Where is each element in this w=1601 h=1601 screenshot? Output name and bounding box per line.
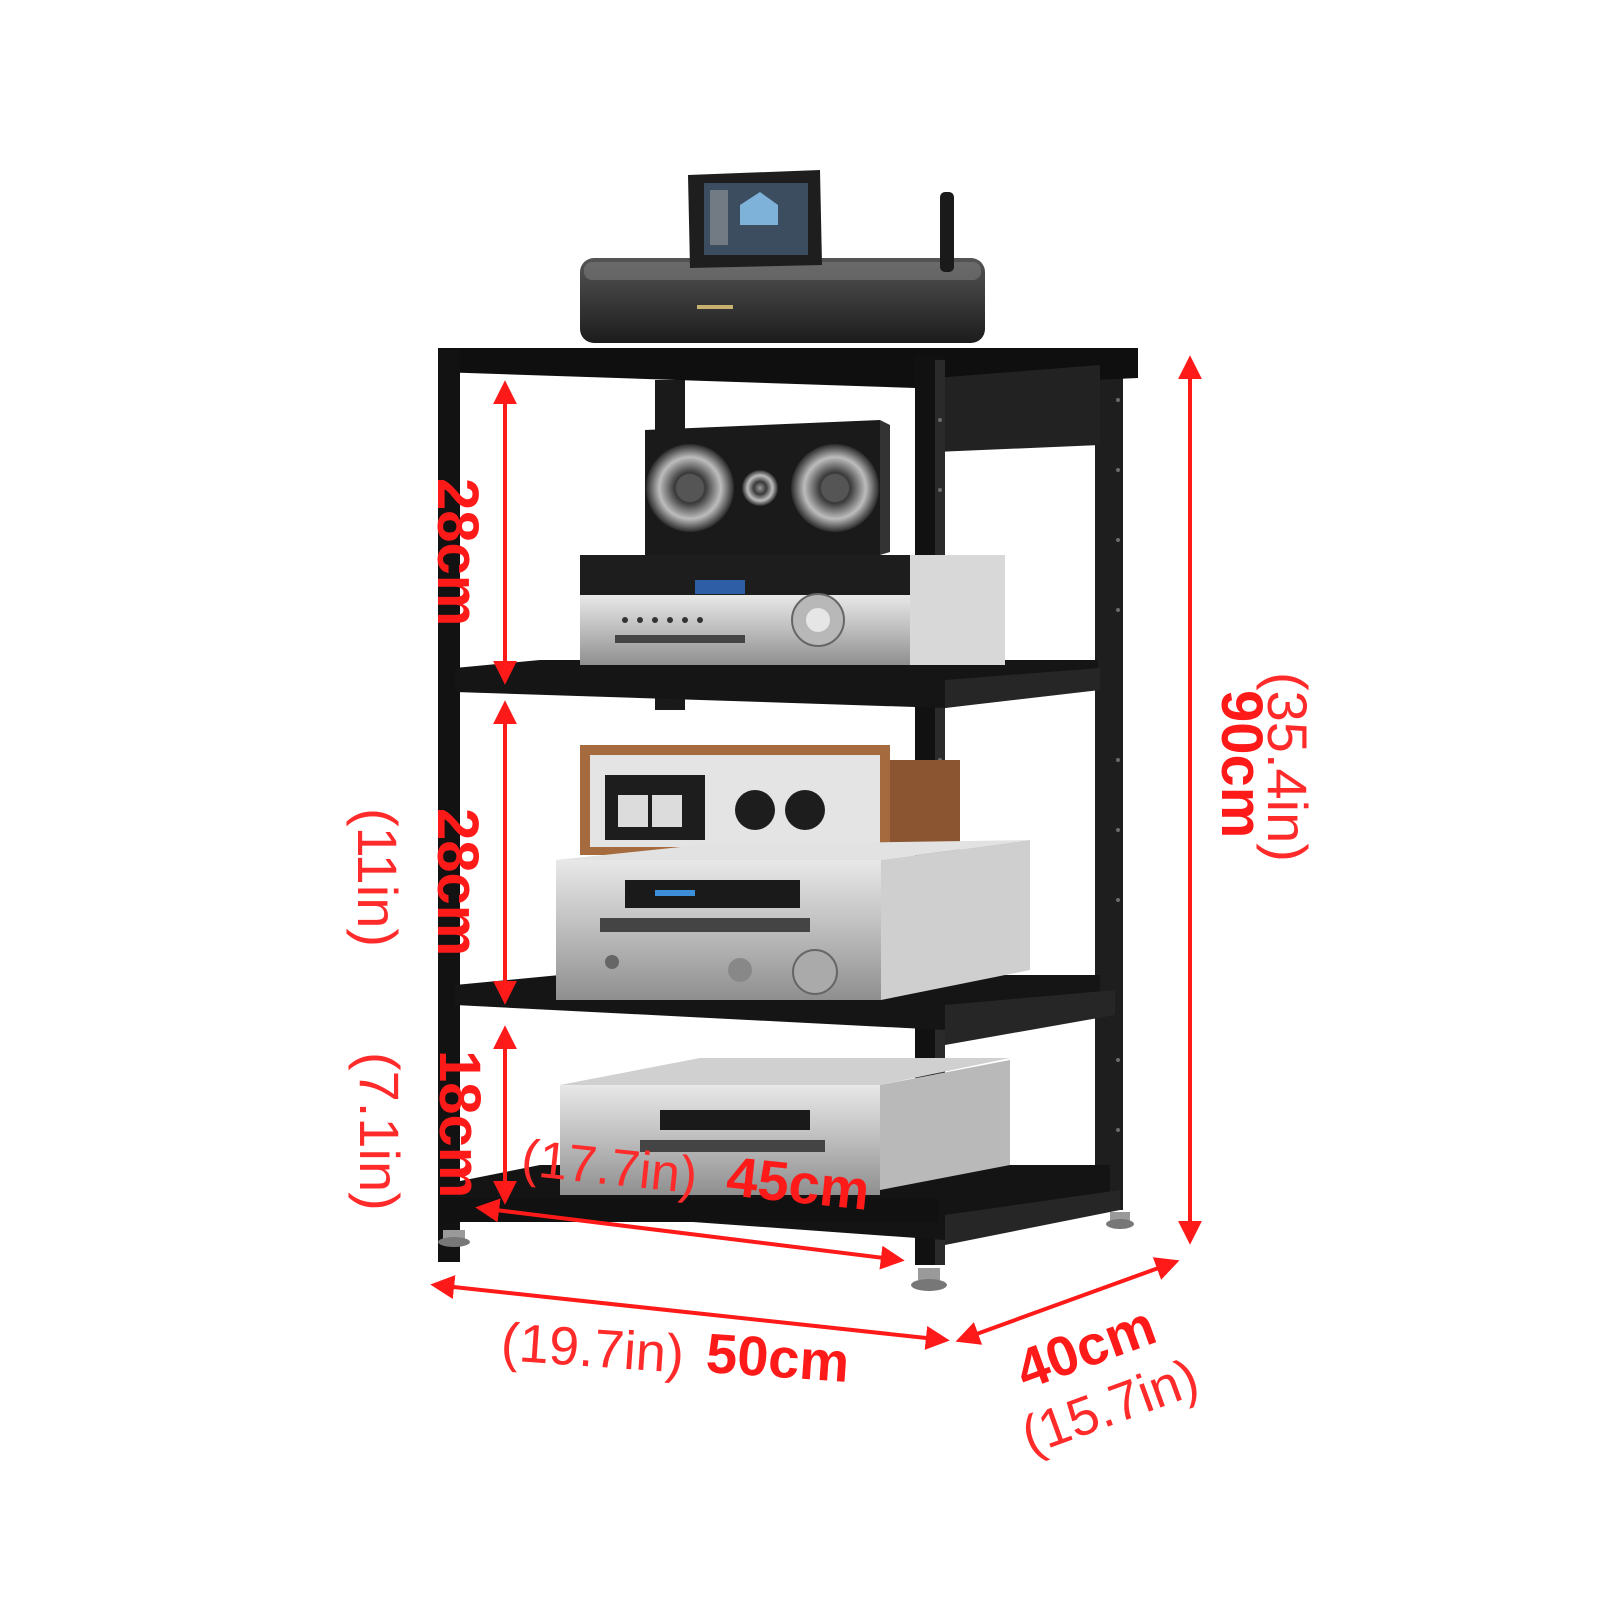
width-in-label: (19.7in) [499,1312,686,1385]
inner-width-dimension-line [475,1198,905,1270]
top-media-player [580,170,985,343]
cd-receiver [580,555,1005,665]
bottom-amplifier [560,1058,1010,1195]
shelf2-in-label: (11in) [346,808,409,947]
dimension-lines [430,355,1202,1350]
inner-width-cm-label: 45cm [724,1144,873,1222]
width-cm-label: 50cm [704,1321,851,1394]
depth-dimension-line [955,1257,1180,1345]
shelf2-cm-label: 28cm [425,808,490,956]
height-cm-label: 90cm [1209,690,1274,838]
av-receiver [556,840,1030,1000]
center-speaker [645,420,890,555]
retro-radio [580,745,960,855]
shelf1-cm-label: 28cm [425,478,490,626]
width-dimension-line [430,1275,950,1350]
shelf3-in-label: (7.1in) [348,1052,411,1211]
height-in-label: (35.4in) [1256,672,1319,862]
shelf3-cm-label: 18cm [427,1050,492,1198]
